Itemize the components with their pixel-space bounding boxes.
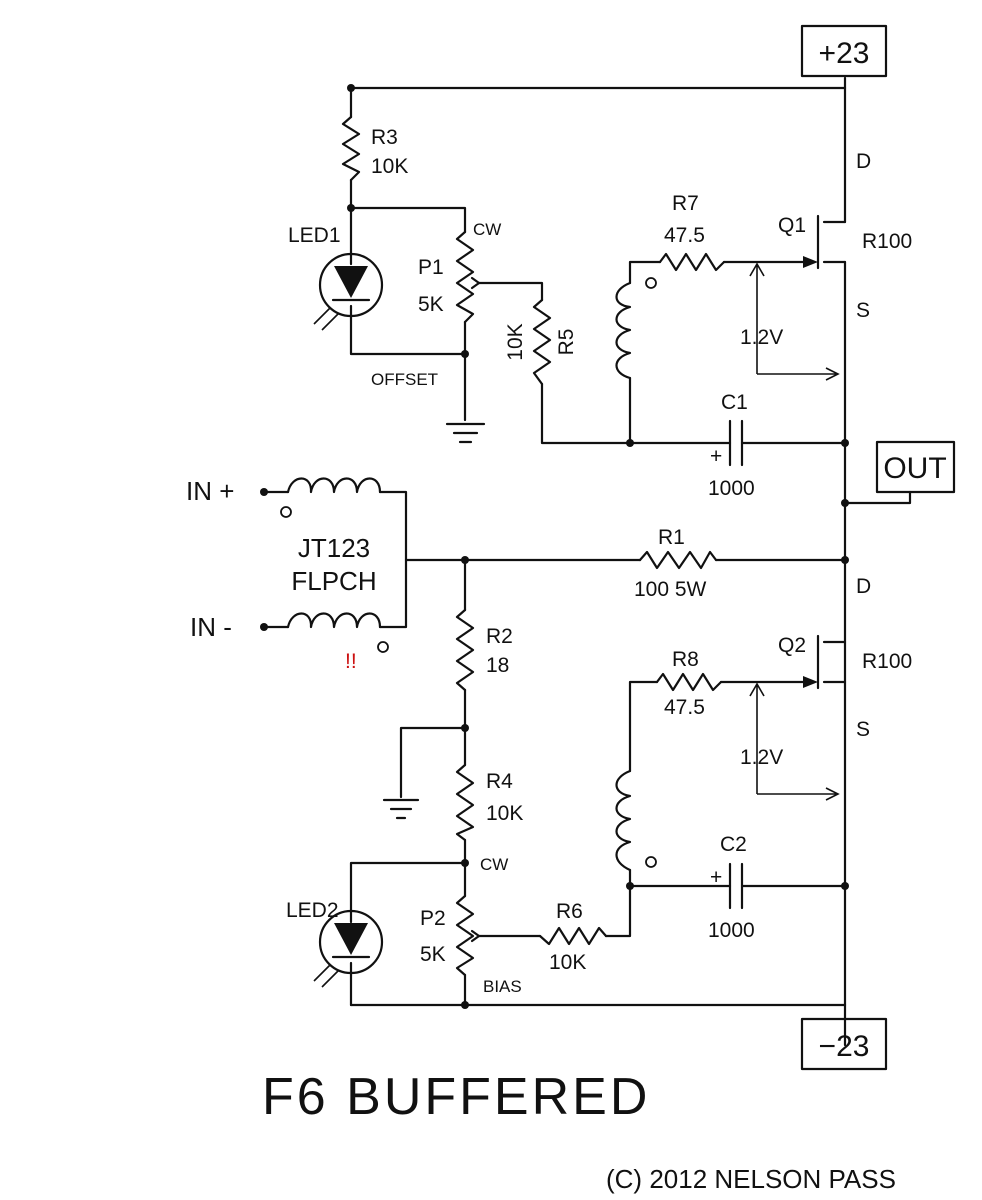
resistor-r4-symbol <box>455 763 475 842</box>
c2-plus: + <box>710 866 722 889</box>
r1-name: R1 <box>658 526 685 549</box>
resistor-r8-symbol <box>655 672 723 692</box>
phase-dot-inductor-2 <box>645 856 657 868</box>
p1-name: P1 <box>418 256 444 279</box>
q1-name: Q1 <box>778 214 806 237</box>
r8-value: 47.5 <box>664 696 705 719</box>
r7-value: 47.5 <box>664 224 705 247</box>
p2-value: 5K <box>420 943 446 966</box>
p1-cw-label: CW <box>473 220 501 239</box>
q2-part: R100 <box>862 650 912 673</box>
q1-drain-label: D <box>856 150 871 173</box>
pot-p2-symbol <box>455 894 475 977</box>
p2-name: P2 <box>420 907 446 930</box>
transformer-secondary <box>286 612 382 629</box>
warning-mark: !! <box>345 650 357 673</box>
bias-label: BIAS <box>483 977 522 996</box>
positive-rail-label: +23 <box>819 37 870 70</box>
r5-value: 10K <box>504 323 527 360</box>
r4-name: R4 <box>486 770 513 793</box>
q2-source-label: S <box>856 718 870 741</box>
input-minus-label: IN - <box>190 612 232 642</box>
copyright-notice: (C) 2012 NELSON PASS <box>606 1164 896 1194</box>
q1-source-label: S <box>856 299 870 322</box>
r8-name: R8 <box>672 648 699 671</box>
voltage-arrow-1 <box>749 262 840 381</box>
transformer-label-2: FLPCH <box>291 566 376 596</box>
led1-label: LED1 <box>288 224 341 247</box>
capacitor-c1-symbol <box>728 419 744 467</box>
q1-gate-arrow <box>803 256 818 268</box>
c2-name: C2 <box>720 833 747 856</box>
resistor-r3-symbol <box>341 115 361 182</box>
capacitor-c2-symbol <box>728 862 744 910</box>
r2-name: R2 <box>486 625 513 648</box>
phase-dot-inductor-1 <box>645 277 657 289</box>
offset-label: OFFSET <box>371 370 438 389</box>
gate-inductor-1 <box>615 281 632 380</box>
diagram-title: F6 BUFFERED <box>262 1068 650 1126</box>
voltage-2-label: 1.2V <box>740 746 783 769</box>
p1-value: 5K <box>418 293 444 316</box>
r3-name: R3 <box>371 126 398 149</box>
r7-name: R7 <box>672 192 699 215</box>
r4-value: 10K <box>486 802 523 825</box>
negative-rail-label: −23 <box>819 1030 870 1063</box>
resistor-r2-symbol <box>455 608 475 692</box>
r3-value: 10K <box>371 155 408 178</box>
positive-rail-box <box>800 24 888 78</box>
resistor-r1-symbol <box>638 550 718 570</box>
resistor-r5-symbol <box>532 298 552 386</box>
negative-rail-box <box>800 1017 888 1071</box>
output-label: OUT <box>883 452 946 485</box>
r6-name: R6 <box>556 900 583 923</box>
output-terminal-box <box>875 440 956 494</box>
phase-dot-primary <box>280 506 292 518</box>
c1-name: C1 <box>721 391 748 414</box>
q2-gate-arrow <box>803 676 818 688</box>
c2-value: 1000 <box>708 919 755 942</box>
phase-dot-secondary <box>377 641 389 653</box>
transformer-primary <box>286 477 382 494</box>
led2-symbol <box>313 908 384 988</box>
q1-part: R100 <box>862 230 912 253</box>
wiring <box>262 76 912 1047</box>
junction-dots <box>260 84 849 1009</box>
led2-label: LED2 <box>286 899 339 922</box>
input-plus-label: IN + <box>186 476 234 506</box>
c1-value: 1000 <box>708 477 755 500</box>
transformer-label-1: JT123 <box>298 533 370 563</box>
voltage-arrow-2 <box>749 682 840 801</box>
resistor-r6-symbol <box>538 926 608 946</box>
voltage-1-label: 1.2V <box>740 326 783 349</box>
resistor-r7-symbol <box>658 252 726 272</box>
r1-value: 100 5W <box>634 578 707 601</box>
gate-inductor-2 <box>615 769 632 872</box>
r6-value: 10K <box>549 951 586 974</box>
q2-name: Q2 <box>778 634 806 657</box>
pot-p1-wiper <box>470 276 481 290</box>
led1-symbol <box>313 250 384 331</box>
r2-value: 18 <box>486 654 509 677</box>
c1-plus: + <box>710 445 722 468</box>
r5-name: R5 <box>555 329 578 356</box>
pot-p1-symbol <box>455 230 475 324</box>
p2-cw-label: CW <box>480 855 508 874</box>
pot-p2-wiper <box>470 929 481 943</box>
q2-drain-label: D <box>856 575 871 598</box>
